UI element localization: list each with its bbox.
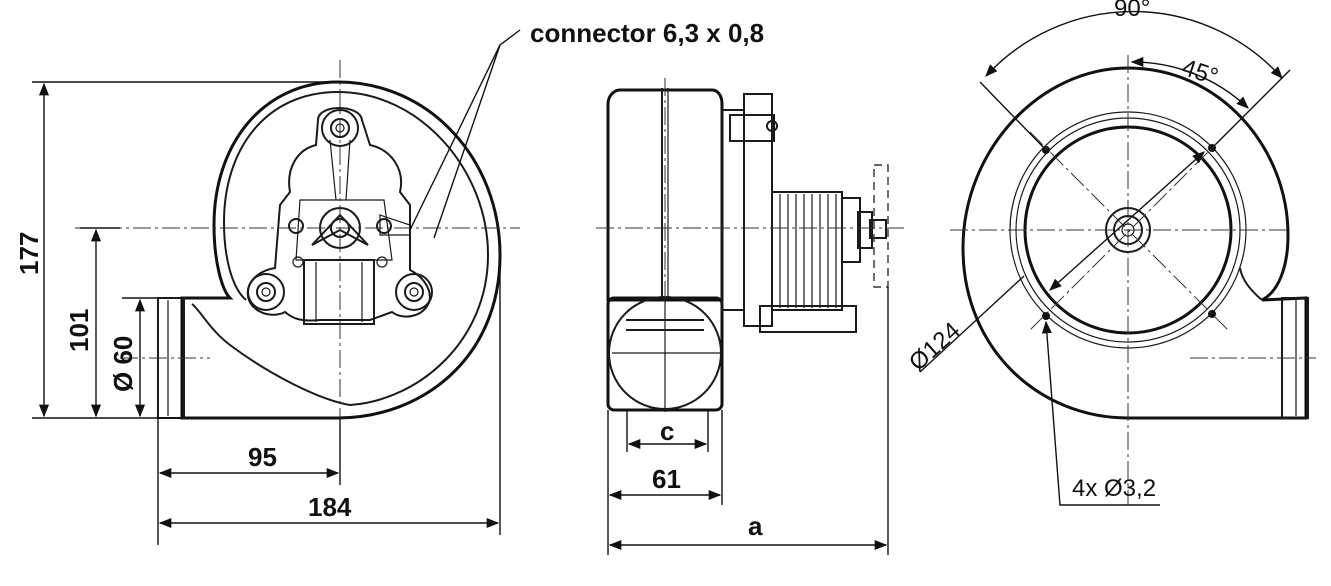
holes-label: 4x Ø3,2 <box>1072 475 1156 502</box>
angle-45-arc <box>1130 56 1249 109</box>
front-view: connector 6,3 x 0,8 177 101 Ø 60 95 184 <box>14 18 764 545</box>
front-mount-left <box>247 273 285 311</box>
connector-leader <box>409 29 521 231</box>
dim-a-label: a <box>748 511 763 541</box>
dim-124-line <box>919 275 1025 373</box>
side-view: c 61 a <box>596 78 905 555</box>
front-motor-bracket <box>246 107 432 322</box>
rear-hole-3 <box>1042 312 1050 320</box>
rear-view: 90° 45° Ø124 4x Ø3,2 <box>904 0 1316 506</box>
dim-c-label: c <box>660 416 674 446</box>
side-motor-coil <box>771 191 843 311</box>
front-mount-right <box>395 273 433 311</box>
connector-label: connector 6,3 x 0,8 <box>530 18 764 48</box>
dim-184-label: 184 <box>308 492 352 522</box>
dim-95-label: 95 <box>248 442 277 472</box>
dim-60-label: Ø 60 <box>108 336 138 392</box>
angle-90-label: 90° <box>1114 0 1150 22</box>
dim-177-label: 177 <box>14 232 44 275</box>
dim-101-label: 101 <box>64 309 94 352</box>
angle-45-label: 45° <box>1179 54 1222 91</box>
angle-90-arc <box>985 10 1283 79</box>
front-housing-outline <box>180 80 502 420</box>
rear-housing-outline <box>961 66 1308 420</box>
front-housing-inner <box>191 90 490 407</box>
dim-124-label: Ø124 <box>904 317 966 376</box>
dim-61-label: 61 <box>652 464 681 494</box>
side-shaft-dashed <box>873 164 889 288</box>
holes-leader <box>1041 320 1160 506</box>
